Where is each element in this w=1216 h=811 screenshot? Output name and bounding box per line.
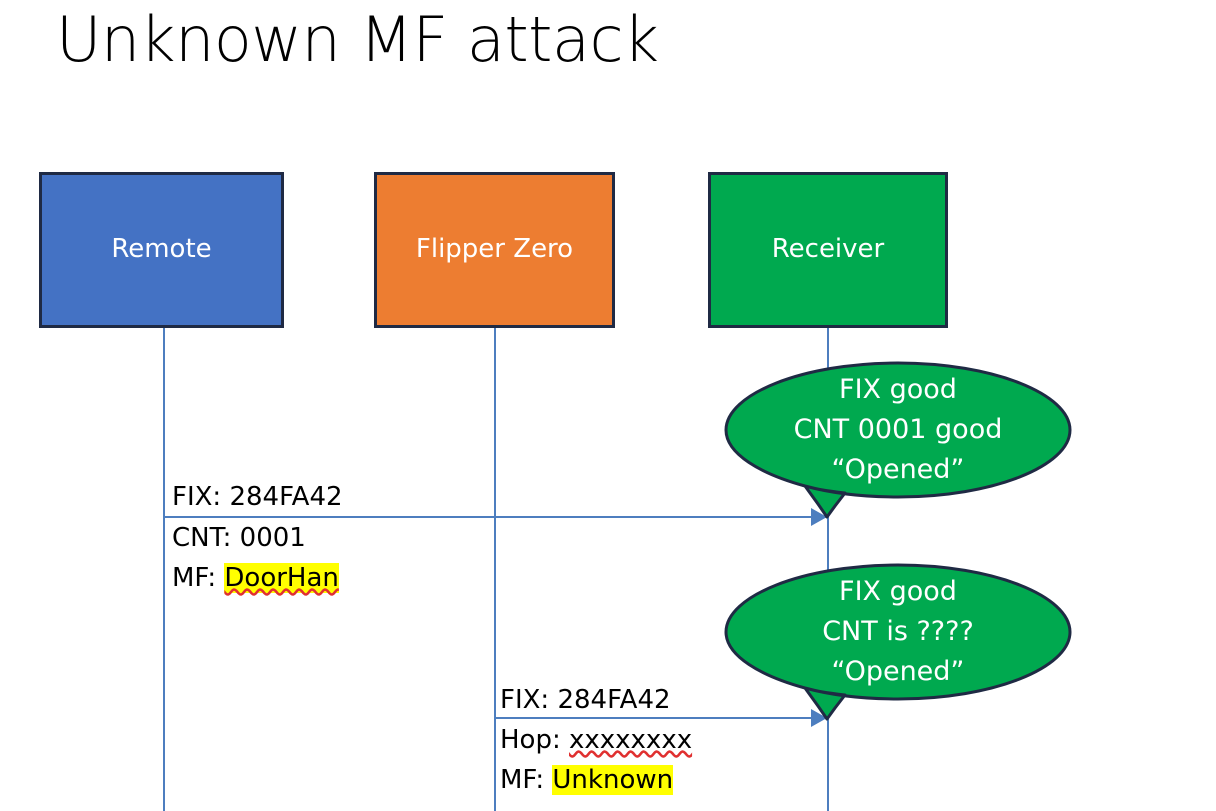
- message-label-flipper-line2: Hop: xxxxxxxx: [500, 720, 692, 760]
- message-line-remote-to-receiver: [163, 516, 827, 518]
- actor-box-receiver[interactable]: Receiver: [708, 172, 948, 328]
- callout-first-shape: [724, 361, 1072, 519]
- actor-label-receiver: Receiver: [771, 234, 885, 265]
- callout-second-shape: [724, 563, 1072, 721]
- lifeline-flipper: [494, 328, 496, 811]
- message-label-remote-line1-prefix: FIX:: [172, 482, 230, 512]
- message-label-remote-line3-value: DoorHan: [224, 563, 339, 593]
- message-label-remote-line2: CNT: 0001: [172, 518, 306, 558]
- message-label-flipper-line3: MF: Unknown: [500, 760, 674, 800]
- lifeline-remote: [163, 328, 165, 811]
- message-label-remote-line3-prefix: MF:: [172, 563, 225, 593]
- message-label-flipper-line2-prefix: Hop:: [500, 725, 569, 755]
- message-label-remote-line3: MF: DoorHan: [172, 558, 339, 598]
- callout-second[interactable]: FIX good CNT is ???? “Opened”: [723, 562, 1073, 722]
- actor-box-flipper[interactable]: Flipper Zero: [374, 172, 615, 328]
- message-label-flipper-line1: FIX: 284FA42: [500, 680, 671, 720]
- message-label-flipper-line3-value: Unknown: [552, 765, 674, 795]
- message-label-flipper-line1-value: 284FA42: [557, 685, 671, 715]
- message-label-remote-line2-value: 0001: [239, 523, 306, 553]
- page-title: Unknown MF attack: [56, 3, 659, 76]
- callout-first[interactable]: FIX good CNT 0001 good “Opened”: [723, 360, 1073, 520]
- message-line-flipper-to-receiver: [494, 717, 827, 719]
- message-label-remote-line1: FIX: 284FA42: [172, 477, 343, 517]
- message-label-flipper-line2-value: xxxxxxxx: [569, 725, 693, 755]
- message-label-remote-line2-prefix: CNT:: [172, 523, 240, 553]
- actor-box-remote[interactable]: Remote: [39, 172, 284, 328]
- message-label-remote-line1-value: 284FA42: [229, 482, 343, 512]
- message-label-flipper-line1-prefix: FIX:: [500, 685, 558, 715]
- actor-label-remote: Remote: [111, 234, 212, 265]
- message-label-flipper-line3-prefix: MF:: [500, 765, 553, 795]
- actor-label-flipper: Flipper Zero: [415, 234, 574, 265]
